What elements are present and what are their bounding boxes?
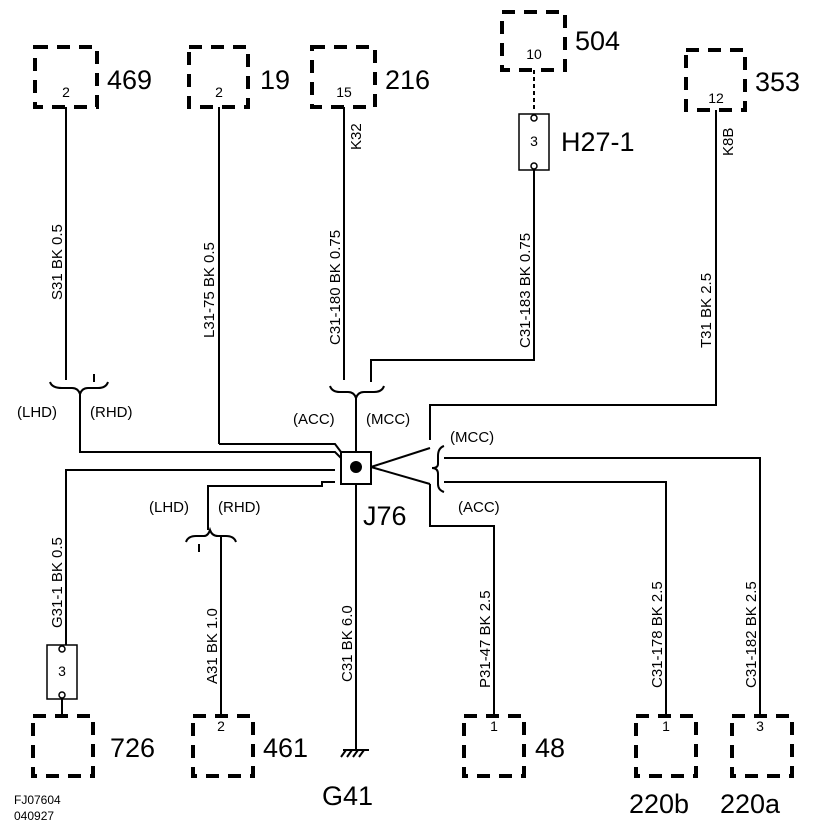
component-504-label: 504: [575, 26, 620, 56]
component-726-box: [31, 714, 95, 778]
component-353: 12 353: [684, 48, 800, 112]
component-220a-pin: 3: [756, 718, 764, 734]
lhd-rhd-brace-top: [49, 381, 109, 398]
component-461-box: [191, 714, 255, 778]
component-469-pin: 2: [62, 84, 70, 100]
component-48: 1 48: [462, 714, 565, 778]
component-220b: 1 220b: [629, 714, 698, 819]
component-220a: 3 220a: [720, 714, 794, 819]
component-216-label: 216: [385, 65, 430, 95]
component-726-label: 726: [110, 733, 155, 763]
wire-216-pin-label: K32: [348, 123, 365, 150]
splice-j76-label: J76: [363, 501, 407, 531]
wire-j76-mcc: [370, 447, 431, 468]
wire-h27-1: [370, 170, 535, 382]
component-19-pin: 2: [215, 84, 223, 100]
wire-353-pin-label: K8B: [720, 128, 737, 156]
component-48-label: 48: [535, 733, 565, 763]
component-216-pin: 15: [336, 84, 352, 100]
wire-353-label: T31 BK 2.5: [698, 273, 715, 348]
connector-g31-1-body: [46, 644, 78, 700]
connector-g31-1: 3: [46, 644, 78, 716]
component-726: 726: [31, 714, 155, 778]
wire-220b: [444, 481, 667, 716]
component-504: 10 504: [500, 10, 620, 72]
connector-h27-1-pin-top: [530, 114, 538, 122]
component-48-pin: 1: [490, 718, 498, 734]
component-19-label: 19: [260, 65, 290, 95]
wire-216-label: C31-180 BK 0.75: [327, 230, 344, 345]
reference-code: FJ07604: [14, 793, 61, 807]
wire-220a-label: C31-182 BK 2.5: [743, 581, 760, 688]
lhd-rhd-brace-bottom: [185, 526, 237, 543]
component-469-label: 469: [107, 65, 152, 95]
wire-726: [65, 469, 335, 645]
component-461-label: 461: [263, 733, 308, 763]
component-353-pin: 12: [708, 90, 724, 106]
component-461: 2 461: [191, 714, 308, 778]
connector-h27-1-pin: 3: [530, 133, 538, 149]
wire-353: [429, 110, 717, 440]
component-48-box: [462, 714, 526, 778]
splice-j76-node: [350, 461, 362, 473]
component-504-pin: 10: [526, 46, 542, 62]
wire-461-route: [207, 481, 335, 530]
component-469-box: [33, 45, 99, 109]
variant-rhd-bottom: (RHD): [218, 499, 261, 516]
connector-g31-1-pin-top: [58, 645, 66, 653]
reference-date: 040927: [14, 809, 54, 823]
component-220b-pin: 1: [662, 718, 670, 734]
component-220b-box: [634, 714, 698, 778]
variant-acc-top: (ACC): [293, 411, 335, 428]
component-469: 2 469: [33, 45, 152, 109]
connector-g31-1-pin: 3: [58, 663, 66, 679]
variant-lhd-bottom: (LHD): [149, 499, 189, 516]
splice-j76: J76: [340, 451, 407, 531]
component-19-box: [187, 45, 250, 109]
variant-rhd-top: (RHD): [90, 404, 133, 421]
ground-icon: [340, 749, 369, 758]
component-220a-box: [730, 714, 794, 778]
wire-j76-acc: [370, 466, 431, 485]
connector-g31-1-pin-bottom: [58, 691, 66, 699]
component-220b-label: 220b: [629, 789, 689, 819]
acc-mcc-brace-right: [431, 445, 445, 493]
variant-lhd-top: (LHD): [17, 404, 57, 421]
connector-h27-1-body: [518, 113, 550, 171]
wire-726-label: G31-1 BK 0.5: [49, 537, 66, 628]
wire-19-label: L31-75 BK 0.5: [201, 242, 218, 338]
wire-469-label: S31 BK 0.5: [49, 224, 66, 300]
component-504-box: [500, 10, 567, 72]
connector-h27-1-pin-bottom: [530, 162, 538, 170]
variant-acc-right: (ACC): [458, 499, 500, 516]
connector-h27-1: 3 H27-1: [518, 70, 635, 171]
wire-g41-label: C31 BK 6.0: [339, 605, 356, 682]
component-19: 2 19: [187, 45, 290, 109]
component-353-label: 353: [755, 67, 800, 97]
component-220a-label: 220a: [720, 789, 781, 819]
wire-220b-label: C31-178 BK 2.5: [649, 581, 666, 688]
wire-220a: [444, 457, 761, 716]
component-216: 15 216: [310, 45, 430, 109]
variant-mcc-right: (MCC): [450, 429, 494, 446]
acc-mcc-brace-top: [329, 385, 385, 402]
component-353-box: [684, 48, 747, 112]
wire-h27-1-label: C31-183 BK 0.75: [517, 233, 534, 348]
wire-48: [429, 484, 495, 716]
component-461-pin: 2: [217, 718, 225, 734]
ground-g41-label: G41: [322, 781, 373, 811]
variant-mcc-top: (MCC): [366, 411, 410, 428]
wire-461-label: A31 BK 1.0: [204, 608, 221, 684]
wire-48-label: P31-47 BK 2.5: [477, 590, 494, 688]
connector-h27-1-label: H27-1: [561, 127, 635, 157]
